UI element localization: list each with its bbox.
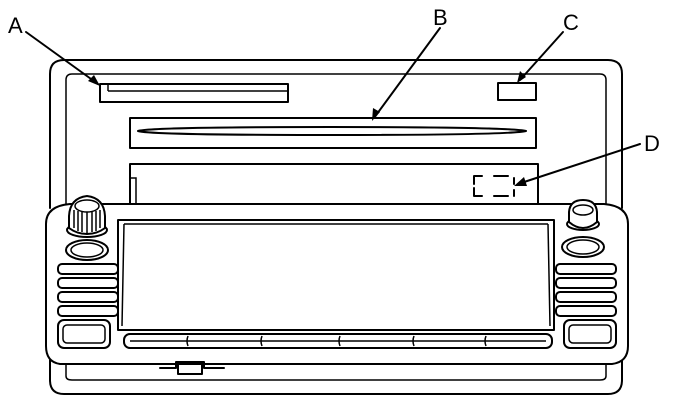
callout-d: D bbox=[644, 131, 660, 156]
card-slot-a bbox=[99, 83, 289, 103]
callout-a: A bbox=[8, 13, 23, 38]
indicator-c bbox=[497, 82, 537, 101]
hidden-switch-d bbox=[473, 175, 515, 197]
display-screen bbox=[117, 219, 555, 331]
leader-arrowheads bbox=[88, 71, 527, 186]
right-knob bbox=[566, 198, 600, 231]
callout-b: B bbox=[433, 5, 448, 30]
inner-opening bbox=[129, 163, 539, 209]
left-oval-button bbox=[65, 239, 109, 261]
callout-c: C bbox=[563, 10, 579, 35]
upper-housing bbox=[49, 59, 623, 209]
right-oval-button bbox=[561, 236, 605, 258]
left-button-stack bbox=[57, 263, 119, 349]
preset-button-strip bbox=[123, 333, 553, 349]
disc-slot-b bbox=[129, 117, 537, 149]
leader-lines bbox=[25, 27, 641, 185]
right-button-stack bbox=[555, 263, 617, 349]
lower-frame bbox=[49, 359, 623, 395]
faceplate bbox=[45, 203, 629, 365]
bottom-latch bbox=[159, 361, 225, 375]
left-knob bbox=[66, 194, 108, 238]
